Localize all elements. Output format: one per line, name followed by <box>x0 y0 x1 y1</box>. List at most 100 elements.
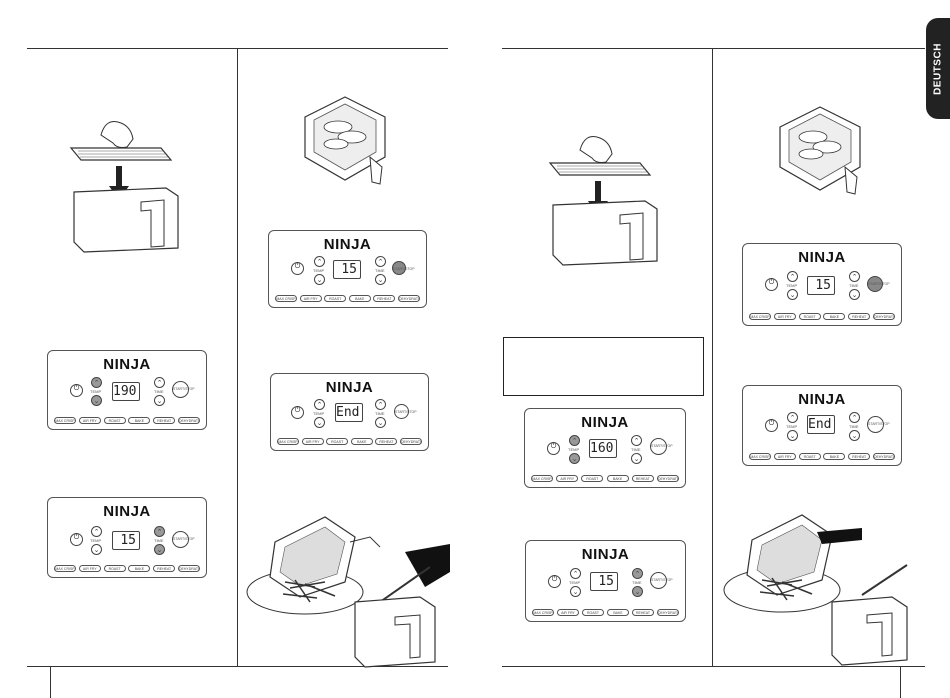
time-label: TIME <box>632 580 642 585</box>
time-down-button[interactable]: ⌄ <box>154 544 165 555</box>
display-readout: End <box>335 403 363 422</box>
temp-up-button[interactable]: ⌃ <box>91 526 102 537</box>
time-up-button[interactable]: ⌃ <box>632 568 643 579</box>
temp-down-button[interactable]: ⌄ <box>787 289 798 300</box>
brand-logo: NINJA <box>103 356 151 373</box>
time-up-button[interactable]: ⌃ <box>375 256 386 267</box>
preset-roast[interactable]: ROAST <box>798 453 821 460</box>
start-stop-button[interactable]: START/STOP <box>867 276 890 292</box>
preset-air-fry[interactable]: AIR FRY <box>557 609 579 616</box>
preset-bake[interactable]: BAKE <box>128 417 151 424</box>
temp-up-button[interactable]: ⌃ <box>787 271 798 282</box>
preset-bake[interactable]: BAKE <box>607 609 629 616</box>
preset-max-crisp[interactable]: MAX CRISP <box>749 313 771 320</box>
preset-roast[interactable]: ROAST <box>103 565 126 572</box>
preset-reheat[interactable]: REHEAT <box>631 475 654 482</box>
preset-reheat[interactable]: REHEAT <box>153 417 176 424</box>
start-stop-button[interactable]: START/STOP <box>867 416 890 433</box>
temp-up-button[interactable]: ⌃ <box>569 435 580 446</box>
preset-dehydrate[interactable]: DEHYDRATE <box>177 417 200 424</box>
preset-air-fry[interactable]: AIR FRY <box>78 417 101 424</box>
time-down-button[interactable]: ⌄ <box>849 289 860 300</box>
power-button[interactable]: ⏻ <box>291 262 304 275</box>
preset-max-crisp[interactable]: MAX CRISP <box>531 475 553 482</box>
temp-down-button[interactable]: ⌄ <box>314 274 325 285</box>
start-stop-button[interactable]: START/STOP <box>394 404 417 419</box>
temp-down-button[interactable]: ⌄ <box>91 544 102 555</box>
preset-max-crisp[interactable]: MAX CRISP <box>532 609 554 616</box>
preset-roast[interactable]: ROAST <box>326 438 349 445</box>
time-up-button[interactable]: ⌃ <box>849 271 860 282</box>
preset-roast[interactable]: ROAST <box>581 475 604 482</box>
temp-up-button[interactable]: ⌃ <box>787 412 798 423</box>
preset-max-crisp[interactable]: MAX CRISP <box>277 438 299 445</box>
preset-max-crisp[interactable]: MAX CRISP <box>54 565 76 572</box>
preset-reheat[interactable]: REHEAT <box>848 313 871 320</box>
power-button[interactable]: ⏻ <box>765 419 778 432</box>
time-up-button[interactable]: ⌃ <box>154 377 165 388</box>
start-stop-button[interactable]: START/STOP <box>172 531 195 548</box>
preset-bake[interactable]: BAKE <box>823 313 846 320</box>
preset-reheat[interactable]: REHEAT <box>632 609 654 616</box>
temp-up-button[interactable]: ⌃ <box>91 377 102 388</box>
preset-air-fry[interactable]: AIR FRY <box>773 313 796 320</box>
preset-air-fry[interactable]: AIR FRY <box>299 295 322 302</box>
preset-air-fry[interactable]: AIR FRY <box>773 453 796 460</box>
power-button[interactable]: ⏻ <box>70 384 83 397</box>
power-button[interactable]: ⏻ <box>765 278 778 291</box>
time-down-button[interactable]: ⌄ <box>375 417 386 428</box>
temp-up-button[interactable]: ⌃ <box>314 399 325 410</box>
time-down-button[interactable]: ⌄ <box>375 274 386 285</box>
start-stop-button[interactable]: START/STOP <box>650 438 673 455</box>
preset-bake[interactable]: BAKE <box>348 295 371 302</box>
time-up-button[interactable]: ⌃ <box>154 526 165 537</box>
temp-up-button[interactable]: ⌃ <box>314 256 325 267</box>
start-stop-button[interactable]: START/STOP <box>392 261 415 275</box>
preset-dehydrate[interactable]: DEHYDRATE <box>397 295 420 302</box>
start-stop-button[interactable]: START/STOP <box>650 572 673 589</box>
preset-roast[interactable]: ROAST <box>324 295 347 302</box>
preset-max-crisp[interactable]: MAX CRISP <box>749 453 771 460</box>
preset-air-fry[interactable]: AIR FRY <box>78 565 101 572</box>
preset-dehydrate[interactable]: DEHYDRATE <box>656 475 679 482</box>
temp-down-button[interactable]: ⌄ <box>787 430 798 441</box>
preset-reheat[interactable]: REHEAT <box>375 438 398 445</box>
preset-reheat[interactable]: REHEAT <box>153 565 176 572</box>
start-stop-button[interactable]: START/STOP <box>172 381 195 398</box>
preset-bake[interactable]: BAKE <box>823 453 846 460</box>
time-down-button[interactable]: ⌄ <box>154 395 165 406</box>
power-button[interactable]: ⏻ <box>70 533 83 546</box>
preset-bake[interactable]: BAKE <box>606 475 629 482</box>
preset-max-crisp[interactable]: MAX CRISP <box>275 295 297 302</box>
power-button[interactable]: ⏻ <box>291 406 304 419</box>
preset-dehydrate[interactable]: DEHYDRATE <box>657 609 679 616</box>
preset-air-fry[interactable]: AIR FRY <box>556 475 579 482</box>
preset-max-crisp[interactable]: MAX CRISP <box>54 417 76 424</box>
preset-dehydrate[interactable]: DEHYDRATE <box>872 453 895 460</box>
power-button[interactable]: ⏻ <box>547 442 560 455</box>
preset-dehydrate[interactable]: DEHYDRATE <box>177 565 200 572</box>
language-tab[interactable]: DEUTSCH <box>926 18 950 119</box>
preset-dehydrate[interactable]: DEHYDRATE <box>399 438 422 445</box>
preset-reheat[interactable]: REHEAT <box>848 453 871 460</box>
preset-reheat[interactable]: REHEAT <box>373 295 396 302</box>
time-up-button[interactable]: ⌃ <box>375 399 386 410</box>
time-up-button[interactable]: ⌃ <box>631 435 642 446</box>
temp-up-button[interactable]: ⌃ <box>570 568 581 579</box>
preset-roast[interactable]: ROAST <box>582 609 604 616</box>
preset-bake[interactable]: BAKE <box>128 565 151 572</box>
temp-down-button[interactable]: ⌄ <box>570 586 581 597</box>
preset-roast[interactable]: ROAST <box>103 417 126 424</box>
time-down-button[interactable]: ⌄ <box>849 430 860 441</box>
preset-dehydrate[interactable]: DEHYDRATE <box>872 313 895 320</box>
temp-down-button[interactable]: ⌄ <box>569 453 580 464</box>
preset-air-fry[interactable]: AIR FRY <box>301 438 324 445</box>
preset-roast[interactable]: ROAST <box>798 313 821 320</box>
time-up-button[interactable]: ⌃ <box>849 412 860 423</box>
temp-down-button[interactable]: ⌄ <box>314 417 325 428</box>
time-down-button[interactable]: ⌄ <box>631 453 642 464</box>
temp-down-button[interactable]: ⌄ <box>91 395 102 406</box>
preset-bake[interactable]: BAKE <box>350 438 373 445</box>
time-down-button[interactable]: ⌄ <box>632 586 643 597</box>
power-button[interactable]: ⏻ <box>548 575 561 588</box>
